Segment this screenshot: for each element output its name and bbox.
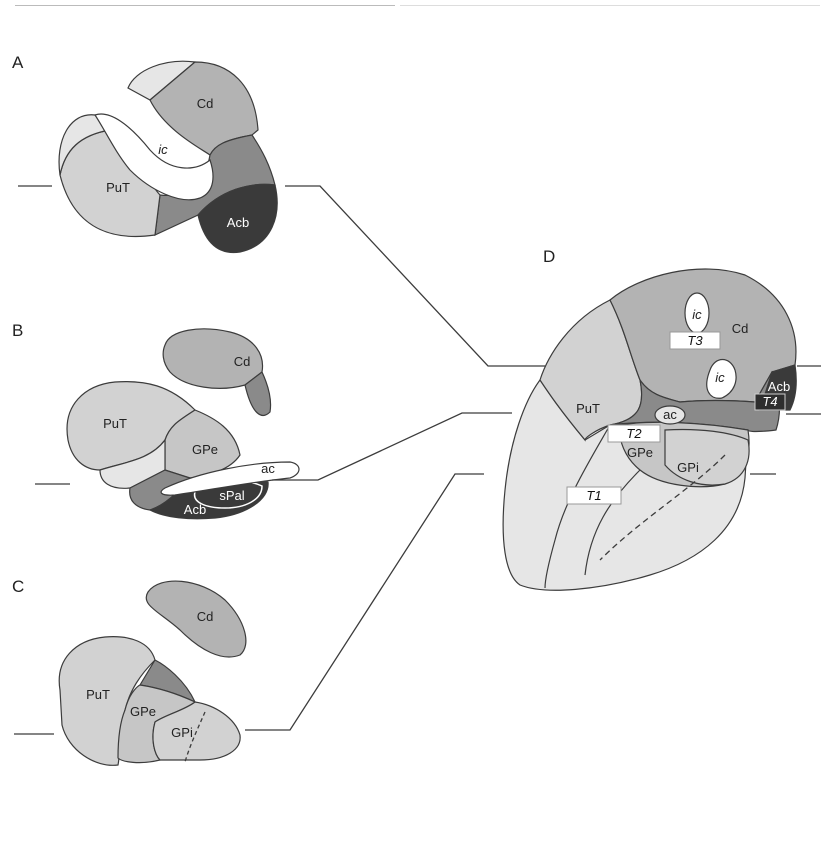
- panel-a-letter: A: [12, 53, 24, 72]
- panel-c-label-gpi: GPi: [171, 725, 193, 740]
- panel-a-label-acb: Acb: [227, 215, 249, 230]
- panel-c-letter: C: [12, 577, 24, 596]
- panel-d-label-ac: ac: [663, 407, 677, 422]
- panel-d-tag-t2: T2: [626, 426, 642, 441]
- panel-c: C PuT GPe GPi Cd: [12, 577, 246, 765]
- panel-d-label-put: PuT: [576, 401, 600, 416]
- panel-a-label-ic: ic: [158, 142, 168, 157]
- panel-a: A Cd ic PuT Acb: [12, 53, 277, 253]
- panel-d-label-gpe: GPe: [627, 445, 653, 460]
- connector-c-to-d: [245, 474, 484, 730]
- panel-d-label-gpi: GPi: [677, 460, 699, 475]
- panel-d-label-ic-mid: ic: [715, 370, 725, 385]
- panel-c-label-cd: Cd: [197, 609, 214, 624]
- panel-b: B Cd PuT GPe ac sPal Acb: [12, 321, 299, 519]
- panel-d-label-acb: Acb: [768, 379, 790, 394]
- panel-c-label-gpe: GPe: [130, 704, 156, 719]
- panel-d-tag-t1: T1: [586, 488, 601, 503]
- panel-d-label-cd: Cd: [732, 321, 749, 336]
- panel-b-label-ac: ac: [261, 461, 275, 476]
- panel-b-label-put: PuT: [103, 416, 127, 431]
- panel-b-label-acb: Acb: [184, 502, 206, 517]
- panel-d-tag-t4: T4: [762, 394, 777, 409]
- panel-d-letter: D: [543, 247, 555, 266]
- panel-d: D ic Cd ic Acb PuT ac GPe GPi: [503, 247, 821, 590]
- connector-a-to-d: [285, 186, 545, 366]
- panel-a-label-put: PuT: [106, 180, 130, 195]
- panel-d-tag-t3: T3: [687, 333, 703, 348]
- panel-c-label-put: PuT: [86, 687, 110, 702]
- panel-b-label-spal: sPal: [219, 488, 244, 503]
- panel-b-label-gpe: GPe: [192, 442, 218, 457]
- panel-d-label-ic-top: ic: [692, 307, 702, 322]
- panel-b-label-cd: Cd: [234, 354, 251, 369]
- panel-b-letter: B: [12, 321, 23, 340]
- connector-b-to-d: [272, 413, 512, 480]
- panel-a-label-cd: Cd: [197, 96, 214, 111]
- connector-lines: [245, 186, 545, 730]
